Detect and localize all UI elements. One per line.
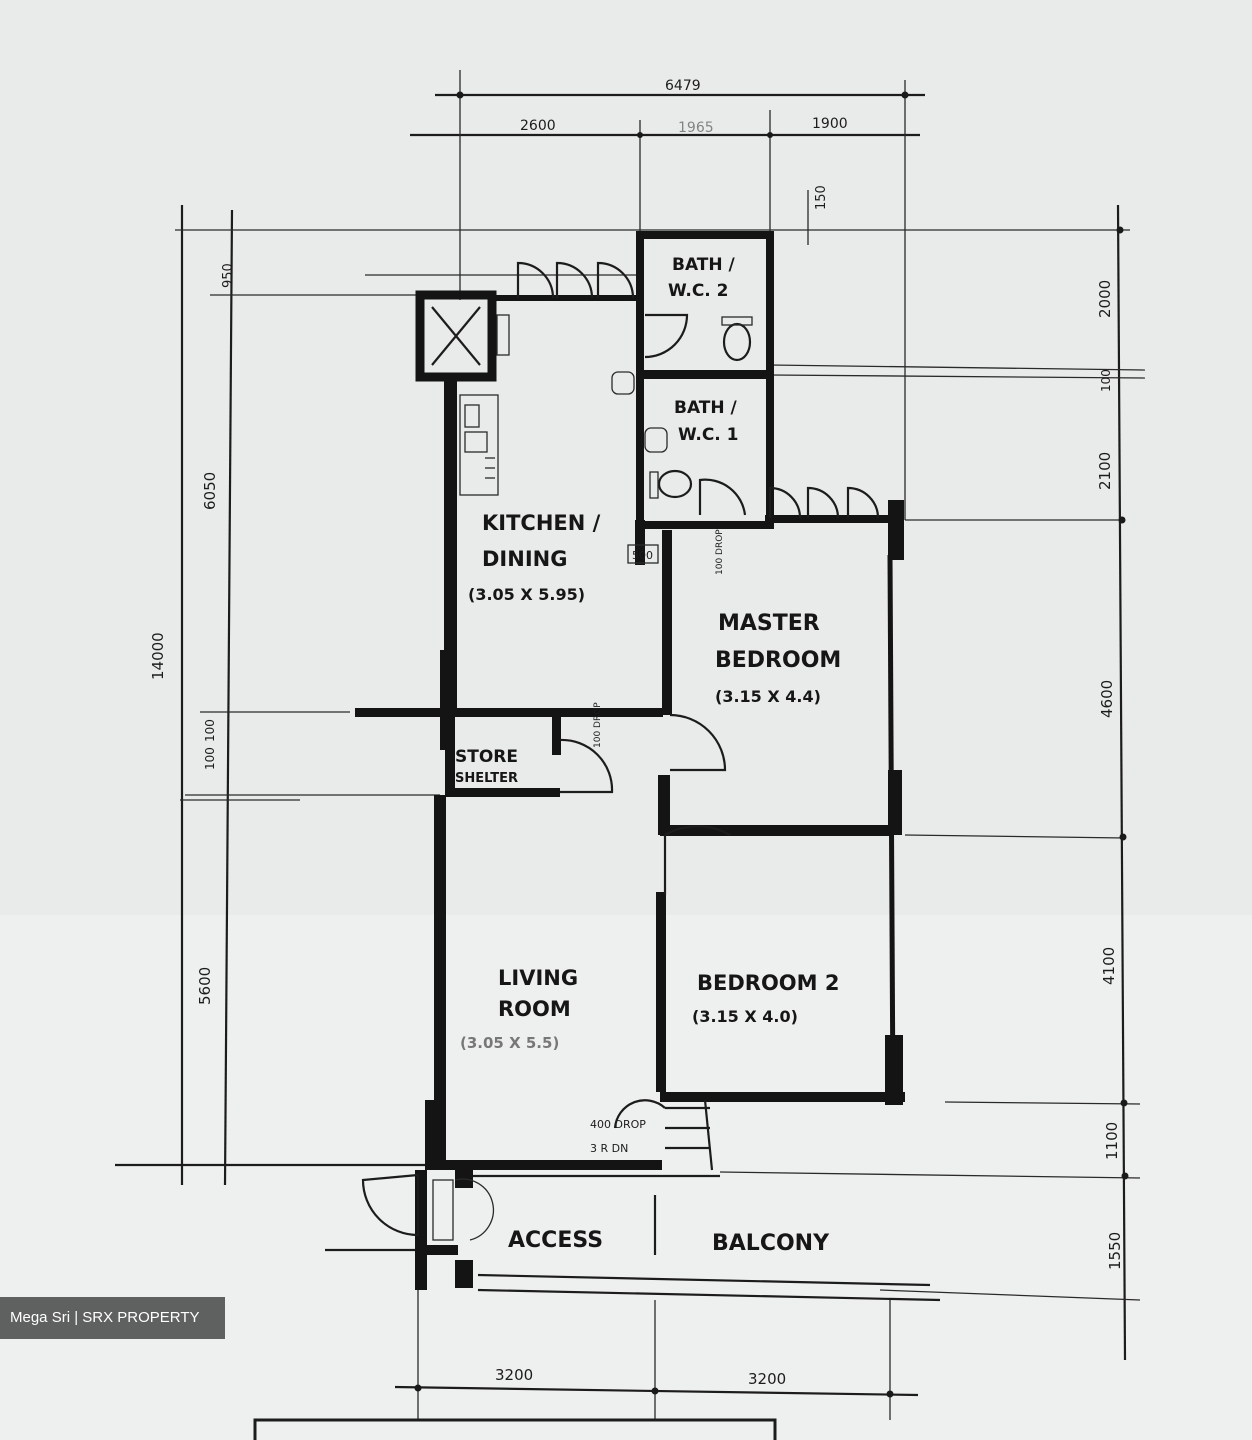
dim-right-3: 2100 xyxy=(1096,452,1114,490)
dim-top-3: 1900 xyxy=(812,116,848,132)
living-room-label-line2: ROOM xyxy=(498,997,571,1021)
note-drop-store: 100 DROP xyxy=(593,702,603,748)
dim-left-2: 6050 xyxy=(201,472,219,510)
master-bedroom-size: (3.15 X 4.4) xyxy=(715,687,821,706)
bedroom2-label: BEDROOM 2 xyxy=(697,971,839,995)
kitchen-label-line2: DINING xyxy=(482,547,567,571)
master-bedroom-label: MASTER xyxy=(718,611,820,636)
dim-left-total: 14000 xyxy=(149,632,167,680)
note-500: 500 xyxy=(632,549,653,562)
dim-top-small: 150 xyxy=(814,185,829,210)
dim-right-4: 4600 xyxy=(1098,680,1116,718)
bath2-label-line2: W.C. 2 xyxy=(668,281,729,301)
dim-bottom-2: 3200 xyxy=(748,1370,786,1388)
dim-left-4: 100 xyxy=(203,747,217,770)
note-drop-bath: 100 DROP xyxy=(715,529,725,575)
dim-right-7: 1550 xyxy=(1106,1232,1124,1270)
right-dimension-lines xyxy=(719,204,1146,1361)
room-labels: BATH / W.C. 2 BATH / W.C. 1 KITCHEN / DI… xyxy=(455,255,841,1256)
left-dimension-lines xyxy=(115,205,1130,1186)
kitchen-label: KITCHEN / xyxy=(482,511,601,535)
note-drop-400: 400 DROP xyxy=(590,1118,646,1131)
dim-right-1: 2000 xyxy=(1096,280,1114,318)
watermark: Mega Sri | SRX PROPERTY xyxy=(0,1297,225,1339)
title-block-edge xyxy=(253,1418,777,1440)
living-room-size: (3.05 X 5.5) xyxy=(460,1034,559,1052)
living-room-label: LIVING xyxy=(498,966,578,990)
balcony-label: BALCONY xyxy=(712,1231,830,1256)
paper-lower-half xyxy=(0,915,1252,1440)
doors xyxy=(361,261,880,1241)
kitchen-size: (3.05 X 5.95) xyxy=(468,585,585,604)
fixtures xyxy=(459,314,753,564)
dim-top-2: 1965 xyxy=(678,120,714,136)
bedroom2-size: (3.15 X 4.0) xyxy=(692,1007,798,1026)
bottom-dimension-lines xyxy=(394,1290,919,1420)
bath1-label: BATH / xyxy=(674,398,738,418)
dim-top-total: 6479 xyxy=(665,78,701,94)
bath1-label-line2: W.C. 1 xyxy=(678,425,739,445)
dim-left-1: 950 xyxy=(221,263,236,288)
dim-right-6: 1100 xyxy=(1103,1122,1121,1160)
dim-right-2: 100 xyxy=(1099,369,1113,392)
dim-right-5: 4100 xyxy=(1100,947,1118,985)
walls xyxy=(325,231,941,1302)
dim-left-5: 5600 xyxy=(196,967,214,1005)
bath2-label: BATH / xyxy=(672,255,736,275)
master-bedroom-label-line2: BEDROOM xyxy=(715,648,841,673)
dim-top-1: 2600 xyxy=(520,118,556,134)
note-steps: 3 R DN xyxy=(590,1142,628,1155)
top-dimension-lines xyxy=(410,70,925,520)
store-label: STORE xyxy=(455,747,518,767)
dim-left-3: 100 xyxy=(203,719,217,742)
store-label-line2: SHELTER xyxy=(455,771,518,786)
dimension-labels: 6479 2600 1965 1900 150 14000 950 6050 1… xyxy=(149,78,1124,1388)
dim-bottom-1: 3200 xyxy=(495,1366,533,1384)
access-label: ACCESS xyxy=(508,1228,603,1253)
